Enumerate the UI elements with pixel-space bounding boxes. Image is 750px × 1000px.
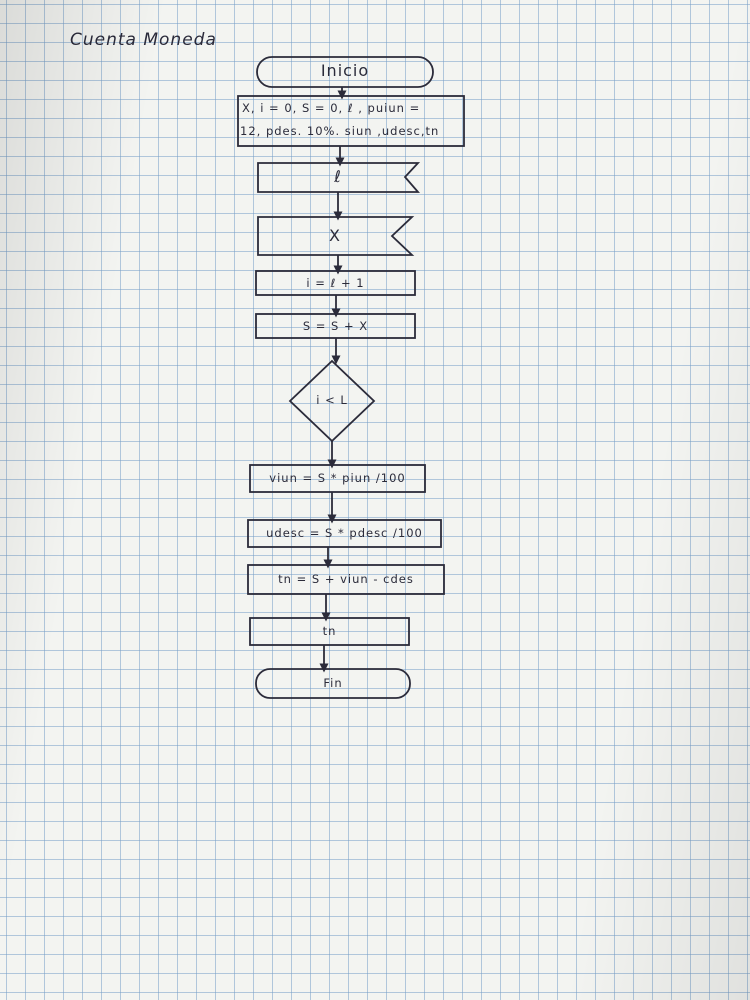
tn-label: tn = S + viun - cdes [278, 572, 414, 586]
increment-label: i = ℓ + 1 [306, 276, 365, 290]
end-label: Fin [323, 676, 343, 690]
init-process-box [237, 95, 465, 147]
start-label: Inicio [320, 61, 370, 80]
input-l-shape [257, 162, 421, 193]
init-line-2: 12, pdes. 10%. siun ,udesc,tn [240, 124, 440, 138]
page-title: Cuenta Moneda [70, 30, 217, 50]
viun-process-box [249, 464, 426, 493]
start-terminal [256, 56, 434, 88]
input-x-shape [257, 216, 415, 256]
init-line-1: X, i = 0, S = 0, ℓ , puiun = [242, 101, 421, 115]
output-tn-label: tn [322, 624, 337, 638]
input-l-label: ℓ [334, 167, 342, 186]
end-terminal [255, 668, 411, 699]
udesc-process-box [247, 519, 442, 548]
decision-label: i < L [316, 393, 348, 407]
udesc-label: udesc = S * pdesc /100 [266, 526, 423, 540]
accumulate-label: S = S + X [302, 319, 369, 333]
tn-process-box [247, 564, 445, 595]
viun-label: viun = S * piun /100 [269, 471, 406, 485]
input-x-label: X [329, 226, 341, 245]
